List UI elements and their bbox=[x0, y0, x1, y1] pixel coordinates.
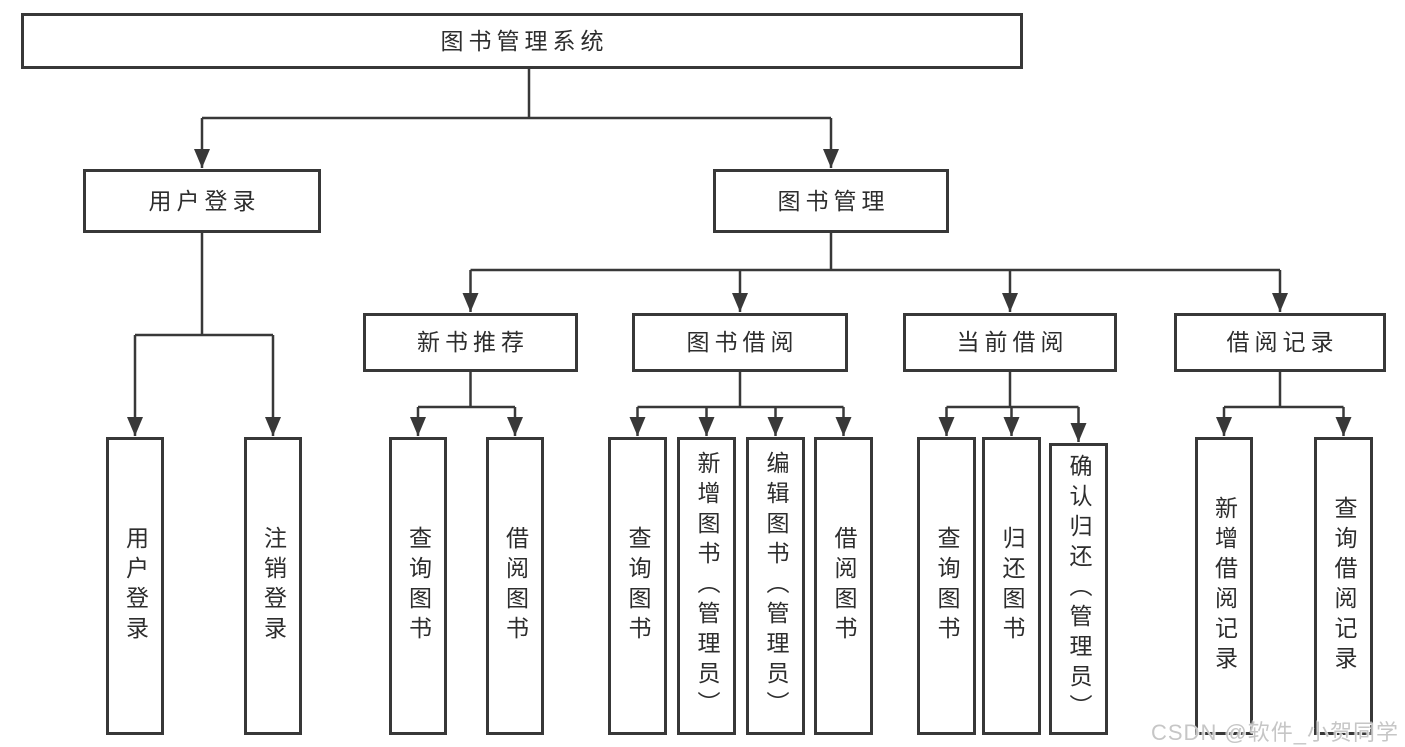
csdn-watermark: CSDN @软件_小贺同学 bbox=[1151, 720, 1400, 745]
leaf-query-borrow-record: 查询借阅记录 bbox=[1314, 437, 1373, 735]
leaf-return-book: 归还图书 bbox=[982, 437, 1041, 735]
node-user-login: 用户登录 bbox=[83, 169, 321, 233]
leaf-borrow-books-recommend: 借阅图书 bbox=[486, 437, 544, 735]
node-current-borrow: 当前借阅 bbox=[903, 313, 1117, 372]
leaf-logout: 注销登录 bbox=[244, 437, 302, 735]
leaf-query-books-current: 查询图书 bbox=[917, 437, 976, 735]
leaf-query-books-borrow: 查询图书 bbox=[608, 437, 667, 735]
leaf-query-books-recommend: 查询图书 bbox=[389, 437, 447, 735]
connector-bookborrow-split bbox=[637, 372, 844, 409]
node-root-system: 图书管理系统 bbox=[21, 13, 1023, 69]
leaf-add-book-admin: 新增图书（管理员） bbox=[677, 437, 736, 735]
connector-root-to-level2 bbox=[202, 69, 831, 120]
connector-currentborrow-split bbox=[946, 372, 1079, 409]
node-book-management: 图书管理 bbox=[713, 169, 949, 233]
connector-userlogin-split bbox=[135, 233, 273, 337]
leaf-edit-book-admin: 编辑图书（管理员） bbox=[746, 437, 805, 735]
connector-bookmgmt-to-level3 bbox=[470, 233, 1280, 272]
leaf-add-borrow-record: 新增借阅记录 bbox=[1195, 437, 1253, 735]
leaf-user-login: 用户登录 bbox=[106, 437, 164, 735]
connector-records-split bbox=[1224, 372, 1344, 409]
leaf-confirm-return-admin: 确认归还（管理员） bbox=[1049, 443, 1108, 735]
node-new-book-recommend: 新书推荐 bbox=[363, 313, 578, 372]
node-book-borrow: 图书借阅 bbox=[632, 313, 848, 372]
node-borrow-records: 借阅记录 bbox=[1174, 313, 1386, 372]
leaf-borrow-books-borrow: 借阅图书 bbox=[814, 437, 873, 735]
connector-newbook-split bbox=[418, 372, 515, 409]
